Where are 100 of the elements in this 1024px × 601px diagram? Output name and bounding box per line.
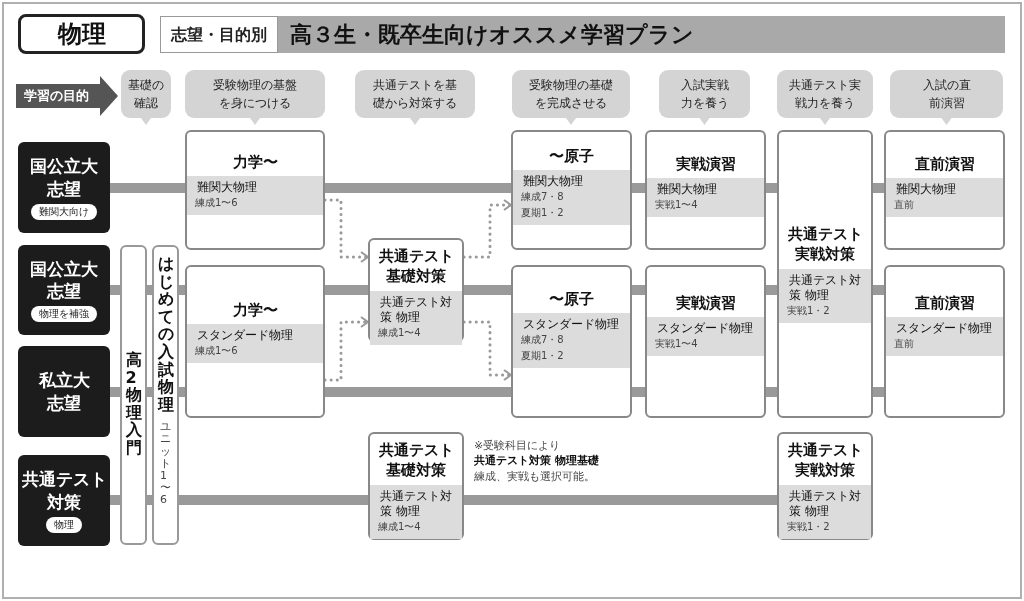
course-box xyxy=(777,130,873,418)
course-name: スタンダード物理 xyxy=(196,328,294,344)
goal-heading-box xyxy=(18,455,110,546)
session-label: 実戦1〜4 xyxy=(655,337,699,352)
course-name: 共通テスト対策 物理 xyxy=(788,488,862,519)
track-line xyxy=(325,285,368,295)
course-title: 共通テスト基礎対策 xyxy=(377,246,455,288)
session-label: 実戦1・2 xyxy=(787,519,831,534)
track-line xyxy=(632,183,645,193)
course-title: 〜原子 xyxy=(548,146,595,167)
course-title: 力学〜 xyxy=(231,300,279,321)
course-title: 〜原子 xyxy=(548,289,595,310)
track-line xyxy=(873,183,884,193)
course-box xyxy=(368,238,464,342)
track-line xyxy=(110,183,185,193)
diagram-title: 高３生・既卒生向けオススメ学習プラン xyxy=(290,21,694,49)
note-text: 練成、実戦も選択可能。 xyxy=(474,468,596,485)
goal-heading-box xyxy=(18,346,110,437)
course-box xyxy=(777,432,873,540)
course-box xyxy=(368,432,464,540)
goal-heading-box xyxy=(18,142,110,233)
dotted-arrow xyxy=(323,198,370,263)
track-line xyxy=(464,495,777,505)
track-line xyxy=(179,495,368,505)
track-line xyxy=(873,387,884,397)
goal-tag: 物理 xyxy=(46,516,82,533)
course-title: 直前演習 xyxy=(913,154,976,175)
category-tag: 志望・目的別 xyxy=(160,16,278,53)
course-name: 難関大物理 xyxy=(895,182,957,198)
course-name: スタンダード物理 xyxy=(522,317,620,333)
course-title: はじめての入試物理 xyxy=(157,255,174,414)
note-text: ※受験科目により xyxy=(474,438,562,454)
session-label: 練成7・8 xyxy=(521,190,565,205)
course-title: 共通テスト基礎対策 xyxy=(377,440,455,482)
course-box xyxy=(645,130,766,250)
track-line xyxy=(110,387,120,397)
course-name: 共通テスト対策 物理 xyxy=(379,488,453,519)
session-label: 練成7・8 xyxy=(521,333,565,348)
course-title: 高2物理入門 xyxy=(125,351,142,457)
session-label: 練成1〜6 xyxy=(195,344,239,359)
course-name: 難関大物理 xyxy=(656,182,718,198)
track-line xyxy=(873,285,884,295)
course-name: 共通テスト対策 物理 xyxy=(788,272,862,303)
track-line xyxy=(632,285,645,295)
track-line xyxy=(766,183,777,193)
course-title: 実戦演習 xyxy=(674,154,737,175)
course-box xyxy=(185,130,325,250)
course-title: 力学〜 xyxy=(231,152,279,173)
track-line xyxy=(766,387,777,397)
goal-heading: 国公立大志望 xyxy=(29,257,99,303)
goal-tag: 物理を補強 xyxy=(31,306,97,323)
session-label: 実戦1〜4 xyxy=(655,198,699,213)
track-line xyxy=(632,387,645,397)
goal-heading-box xyxy=(18,245,110,335)
track-line xyxy=(110,495,120,505)
course-name: スタンダード物理 xyxy=(656,321,754,337)
dotted-arrow xyxy=(462,320,513,381)
course-title: 共通テスト実戦対策 xyxy=(786,440,864,482)
session-label: 練成1〜6 xyxy=(195,196,239,211)
goal-heading: 私立大志望 xyxy=(37,369,91,414)
session-label: 直前 xyxy=(894,337,915,352)
track-line xyxy=(147,495,152,505)
course-name: 共通テスト対策 物理 xyxy=(379,294,453,325)
course-box xyxy=(884,130,1005,250)
course-title: 直前演習 xyxy=(913,293,976,314)
course-box xyxy=(511,130,632,250)
track-line xyxy=(147,387,152,397)
session-label: 練成1〜4 xyxy=(378,325,422,340)
course-name: スタンダード物理 xyxy=(895,321,993,337)
session-label: 夏期1・2 xyxy=(521,206,565,221)
subject-box: 物理 xyxy=(18,14,145,54)
dotted-arrow xyxy=(323,316,370,382)
course-box xyxy=(645,265,766,418)
course-box xyxy=(884,265,1005,418)
session-label: 練成1〜4 xyxy=(378,519,422,534)
track-line xyxy=(464,285,511,295)
dotted-arrow xyxy=(462,199,513,259)
course-column xyxy=(120,245,147,545)
track-line xyxy=(766,285,777,295)
purpose-banner: 学習の目的 xyxy=(16,76,118,116)
session-label: 実戦1・2 xyxy=(787,303,831,318)
session-label: 直前 xyxy=(894,198,915,213)
course-title: 共通テスト実戦対策 xyxy=(786,224,864,266)
track-line xyxy=(179,387,185,397)
course-column xyxy=(152,245,179,545)
course-title: 実戦演習 xyxy=(674,293,737,314)
track-line xyxy=(147,285,152,295)
session-label: 夏期1・2 xyxy=(521,349,565,364)
session-label: ユニット1〜6 xyxy=(160,421,171,506)
goal-heading: 共通テスト対策 xyxy=(20,468,108,513)
goal-heading: 国公立大志望 xyxy=(29,155,99,200)
course-box xyxy=(511,265,632,418)
track-line xyxy=(110,285,120,295)
track-line xyxy=(325,387,511,397)
course-box xyxy=(185,265,325,418)
track-line xyxy=(179,285,185,295)
course-name: 難関大物理 xyxy=(196,180,258,196)
course-name: 難関大物理 xyxy=(522,174,584,190)
goal-tag: 難関大向け xyxy=(31,203,97,220)
track-line xyxy=(325,183,511,193)
